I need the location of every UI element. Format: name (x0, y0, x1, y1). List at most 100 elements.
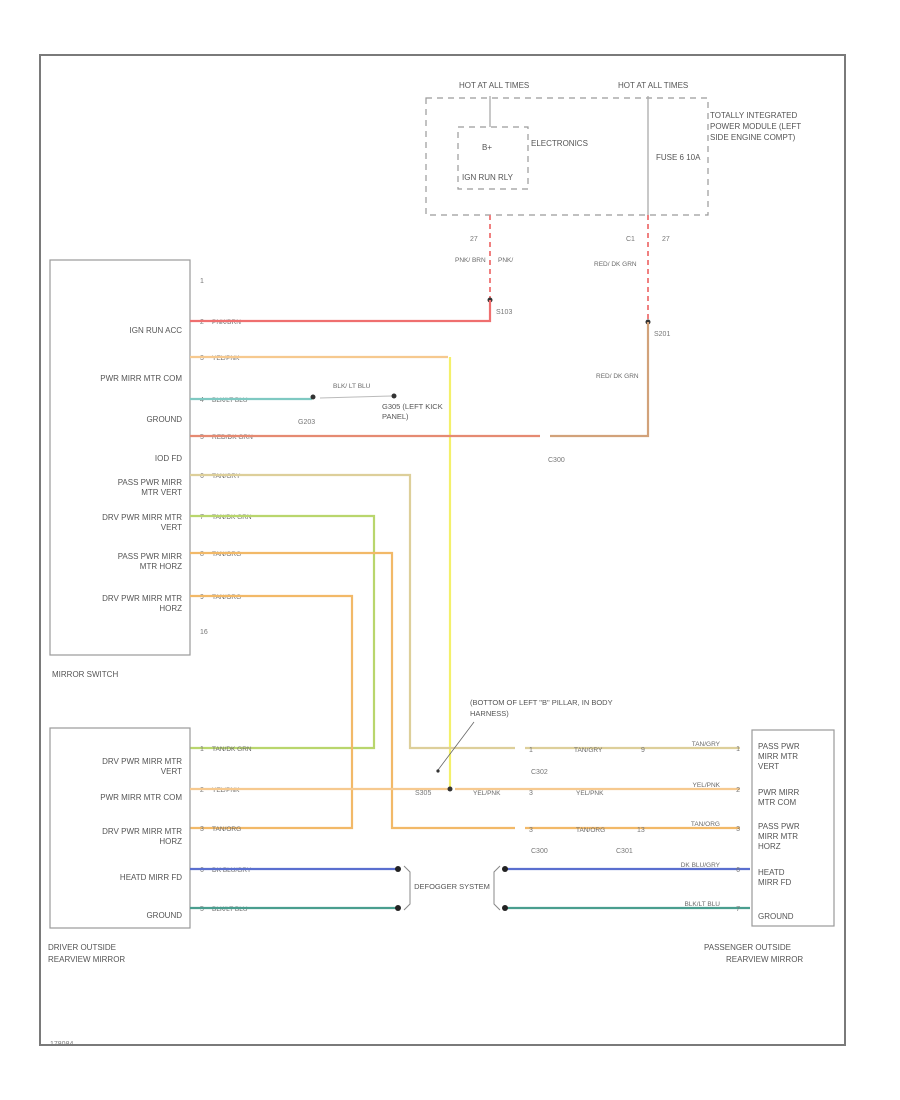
passenger-row-pin: 2 (736, 787, 740, 794)
mirror-switch-pin-top: 1 (200, 278, 204, 285)
ground-g305-dot (391, 393, 397, 399)
drv-heat-arrow (395, 866, 401, 872)
ground-label-wrap: G305 (LEFT KICK PANEL) (382, 402, 443, 421)
switch-row-label: DRV PWR MIRR MTR (102, 513, 182, 522)
driver-row-pin: 5 (200, 906, 204, 913)
passenger-row-pin: 7 (736, 906, 740, 913)
switch-row-label: DRV PWR MIRR MTR (102, 594, 182, 603)
driver-row-label: DRV PWR MIRR MTR (102, 757, 182, 766)
pass-gnd-arrow (502, 905, 508, 911)
ipm-module-label: TOTALLY INTEGRATED POWER MODULE (LEFT SI… (710, 111, 801, 142)
fuse-label: FUSE 6 10A (656, 153, 701, 162)
passenger-row-wire: BLK/LT BLU (684, 901, 720, 908)
center-pin-9: 9 (641, 747, 645, 754)
driver-row-label: HORZ (159, 837, 182, 846)
mirror-switch-box (49, 259, 191, 656)
connector-c302: C302 (531, 769, 548, 776)
center-yel-pnk-1: YEL/PNK (473, 790, 501, 797)
mirror-switch-title: MIRROR SWITCH (52, 670, 118, 679)
connector-c300-bottom: C300 (531, 848, 548, 855)
center-pin-1: 1 (529, 747, 533, 754)
drv-gnd-arrow (395, 905, 401, 911)
ign-run-relay-box (457, 126, 529, 190)
ipm-module-label-wrap: TOTALLY INTEGRATED POWER MODULE (LEFT SI… (710, 111, 801, 142)
driver-row-pin: 6 (200, 867, 204, 874)
passenger-row-wire: DK BLU/GRY (681, 862, 721, 869)
defogger-wrap: DEFOGGER SYSTEM (414, 882, 490, 891)
driver-row-wire: YEL/PNK (212, 787, 240, 794)
wire-tan-gry (190, 473, 515, 750)
switch-row-wire: PNK/BRN (212, 319, 241, 326)
switch-row-label: HORZ (159, 604, 182, 613)
switch-row-label: IGN RUN ACC (130, 326, 183, 335)
pin-27-left: 27 (470, 236, 478, 243)
wire-pnk-brn (190, 300, 492, 323)
driver-row-label: VERT (161, 767, 182, 776)
ipm-module-box (425, 97, 709, 216)
driver-row-wire: BLK/LT BLU (212, 906, 248, 913)
splice-g203-dot (310, 394, 316, 400)
center-pin-3: 3 (529, 790, 533, 797)
passenger-row-wire: TAN/GRY (692, 741, 721, 748)
switch-row-label: PASS PWR MIRR (118, 552, 183, 561)
center-pin-3b: 3 (529, 827, 533, 834)
hot-at-all-times-left: HOT AT ALL TIMES (459, 81, 529, 90)
pillar-note-wrap: (BOTTOM OF LEFT "B" PILLAR, IN BODY HARN… (470, 698, 612, 718)
connector-c300-top: C300 (548, 457, 565, 464)
wire-tan-org-pass (190, 551, 515, 830)
passenger-row-label: PASS PWR (758, 742, 800, 751)
splice-s103-label: S103 (496, 309, 512, 316)
driver-mirror-title-2: REARVIEW MIRROR (48, 955, 125, 964)
center-tan-gry: TAN/GRY (574, 747, 603, 754)
switch-row-label: MTR VERT (141, 488, 182, 497)
passenger-row-label: PWR MIRR (758, 788, 800, 797)
wire-ground-gap (319, 395, 393, 399)
relay-b-plus: B+ (482, 143, 492, 152)
mirror-switch-pin-bottom: 16 (200, 629, 208, 636)
center-yel-pnk-2: YEL/PNK (576, 790, 604, 797)
splice-g203-label: G203 (298, 419, 315, 426)
passenger-row-label: MIRR MTR (758, 832, 798, 841)
connector-c301: C301 (616, 848, 633, 855)
passenger-row-label: MTR COM (758, 798, 797, 807)
switch-row-pin: 5 (200, 434, 204, 441)
ground-blk-label: BLK/ LT BLU (333, 383, 371, 390)
passenger-row-label: HORZ (758, 842, 781, 851)
passenger-row-wire: YEL/PNK (693, 782, 721, 789)
defogger-bracket-left (403, 865, 411, 911)
switch-row-label: VERT (161, 523, 182, 532)
pass-heat-arrow (502, 866, 508, 872)
wire-label-red-dkgrn-top: RED/ DK GRN (594, 261, 637, 268)
wire-label-pnk-brn-top: PNK/ BRN (455, 257, 486, 264)
footer-code: 178084 (50, 1041, 73, 1048)
center-pin-13: 13 (637, 827, 645, 834)
passenger-row-label: PASS PWR (758, 822, 800, 831)
passenger-row-pin: 3 (736, 826, 740, 833)
driver-row-pin: 2 (200, 787, 204, 794)
center-tan-org: TAN/ORG (576, 827, 605, 834)
electronics-label: ELECTRONICS (531, 139, 588, 148)
wire-label-red-dkgrn-mid: RED/ DK GRN (596, 373, 639, 380)
hot-at-all-times-right: HOT AT ALL TIMES (618, 81, 688, 90)
driver-row-label: HEATD MIRR FD (120, 873, 182, 882)
driver-row-pin: 3 (200, 826, 204, 833)
switch-row-label: MTR HORZ (140, 562, 182, 571)
wire-tan-dk-grn (190, 514, 376, 750)
wire-label-pnk-paren: PNK/ (498, 257, 513, 264)
switch-row-pin: 9 (200, 594, 204, 601)
ground-g305-label: G305 (LEFT KICK PANEL) (382, 402, 443, 421)
switch-row-wire: YEL/PNK (212, 355, 240, 362)
passenger-mirror-title-1: PASSENGER OUTSIDE (704, 943, 791, 952)
switch-row-label: GROUND (146, 415, 182, 424)
switch-row-pin: 3 (200, 355, 204, 362)
passenger-row-pin: 1 (736, 746, 740, 753)
relay-ign-run: IGN RUN RLY (462, 173, 514, 182)
switch-row-pin: 7 (200, 514, 204, 521)
switch-row-pin: 4 (200, 397, 204, 404)
passenger-row-label: MIRR MTR (758, 752, 798, 761)
switch-row-pin: 2 (200, 319, 204, 326)
